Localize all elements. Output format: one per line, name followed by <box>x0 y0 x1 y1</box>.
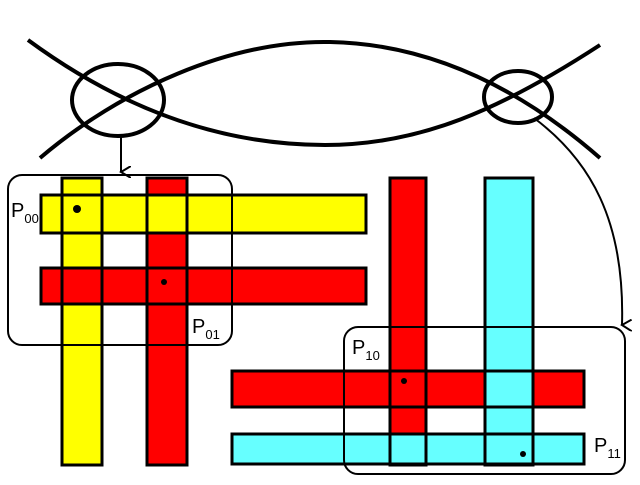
frame-right <box>343 326 626 475</box>
strip-cyan-vertical <box>483 176 535 467</box>
strip-red-horizontal <box>39 266 368 306</box>
point-p00 <box>73 205 81 213</box>
arrow-right <box>533 117 622 325</box>
right-grid <box>230 176 586 467</box>
point-p01 <box>161 279 167 285</box>
top-curves <box>26 38 602 160</box>
intersection-circle-left <box>70 62 166 138</box>
frame-left <box>7 174 233 346</box>
label-p11: P11 <box>594 435 621 461</box>
left-grid <box>39 176 368 467</box>
label-p01: P01 <box>192 316 220 342</box>
curve-a <box>26 38 602 148</box>
strip-yellow-horizontal <box>39 193 368 235</box>
label-p10: P10 <box>352 337 380 363</box>
label-p00: P00 <box>11 200 39 226</box>
strip-red-vertical-right <box>388 176 428 467</box>
point-p10 <box>401 378 407 384</box>
intersection-circle-right <box>482 69 554 125</box>
curve-b <box>38 39 602 160</box>
point-p11 <box>520 451 526 457</box>
